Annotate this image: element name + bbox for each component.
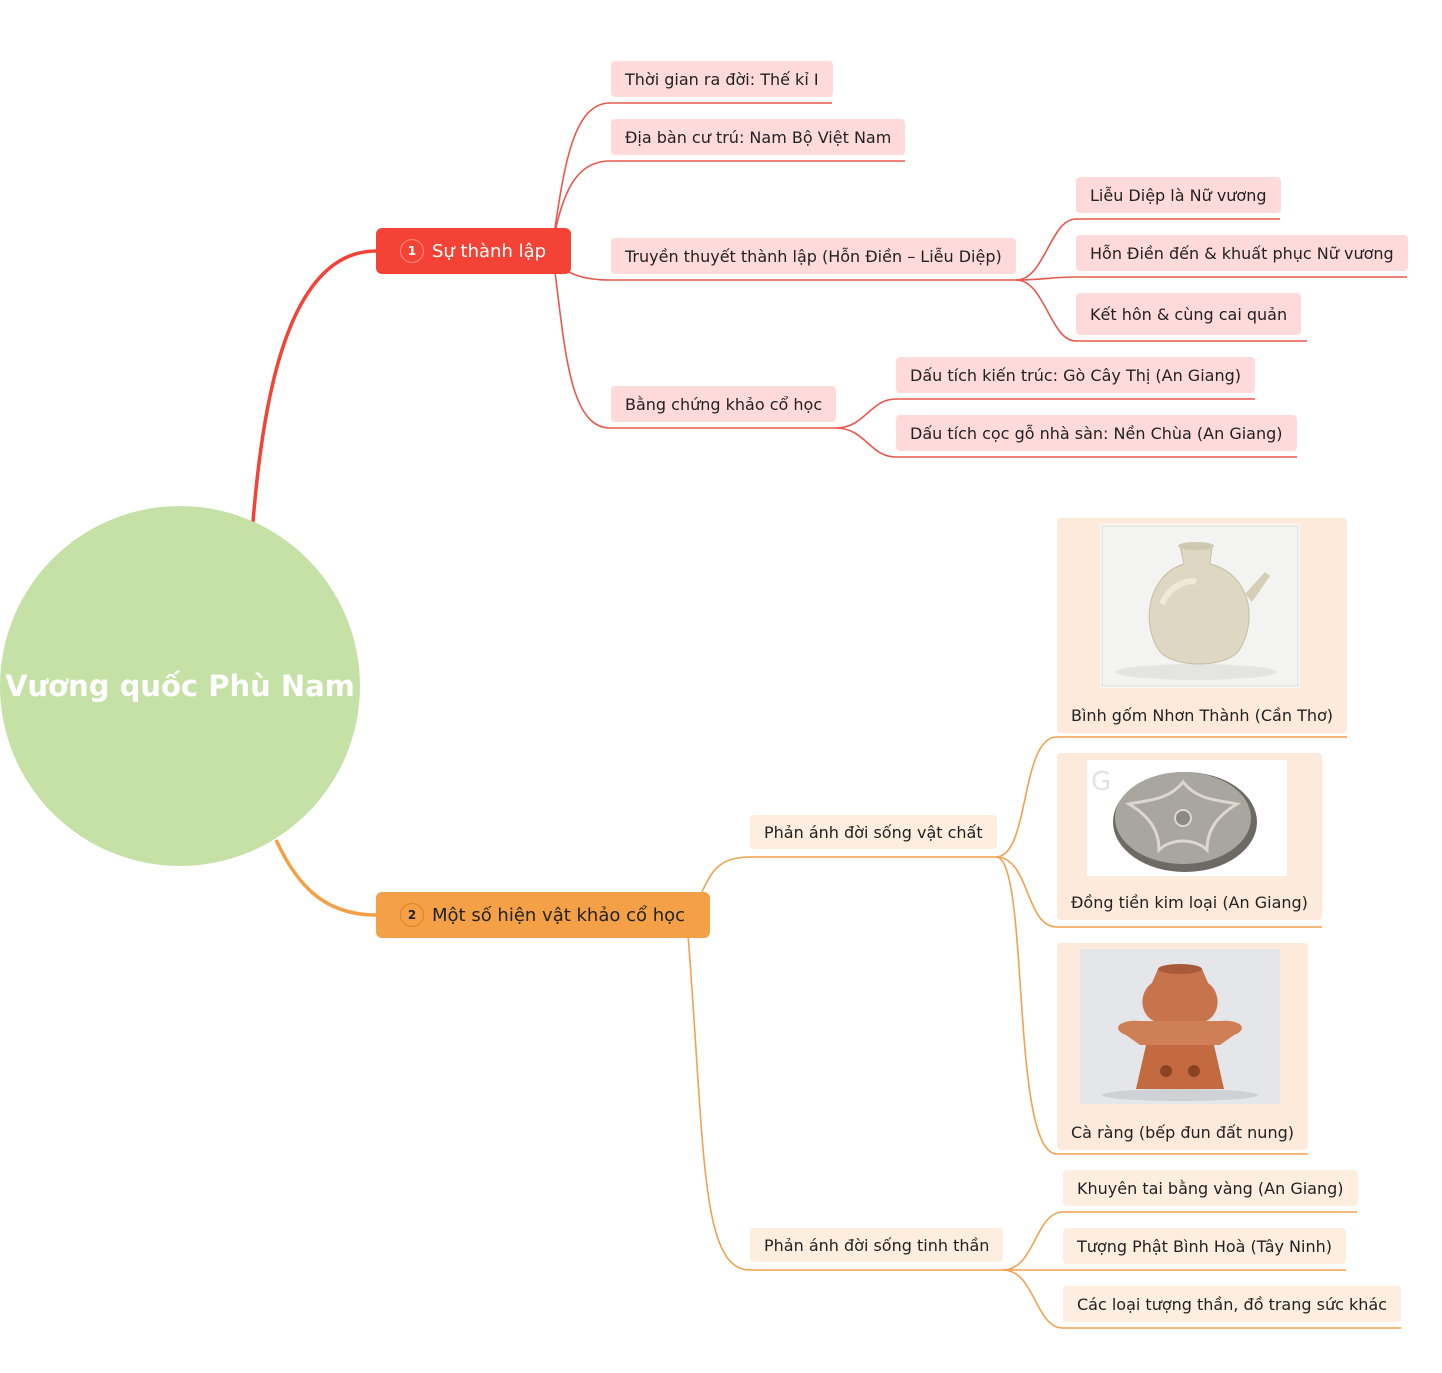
topic-label: Địa bàn cư trú: Nam Bộ Việt Nam xyxy=(625,127,892,147)
card-dong-tien[interactable]: G Đồng tiền kim loại (An Giang) xyxy=(1057,753,1322,920)
subtopic-label: Hỗn Điền đến & khuất phục Nữ vương xyxy=(1090,243,1394,263)
card-caption: Đồng tiền kim loại (An Giang) xyxy=(1071,893,1308,912)
branch-number-badge: 2 xyxy=(400,903,424,927)
topic-thoi-gian[interactable]: Thời gian ra đời: Thế kỉ I xyxy=(611,61,833,97)
subtopic-label: Tượng Phật Bình Hoà (Tây Ninh) xyxy=(1077,1236,1332,1256)
topic-label: Truyền thuyết thành lập (Hỗn Điền – Liễu… xyxy=(625,246,1002,266)
topic-truyen-thuyet[interactable]: Truyền thuyết thành lập (Hỗn Điền – Liễu… xyxy=(611,238,1016,274)
branch-su-thanh-lap[interactable]: 1 Sự thành lập xyxy=(376,228,571,274)
subtopic-label: Dấu tích cọc gỗ nhà sàn: Nền Chùa (An Gi… xyxy=(910,423,1283,443)
subtopic-nen-chua[interactable]: Dấu tích cọc gỗ nhà sàn: Nền Chùa (An Gi… xyxy=(896,415,1297,451)
subtopic-label: Kết hôn & cùng cai quản xyxy=(1090,304,1288,324)
subtopic-label: Khuyên tai bằng vàng (An Giang) xyxy=(1077,1178,1344,1198)
svg-text:G: G xyxy=(1091,767,1111,797)
branch-hien-vat[interactable]: 2 Một số hiện vật khảo cổ học xyxy=(376,892,710,938)
subtopic-label: Dấu tích kiến trúc: Gò Cây Thị (An Giang… xyxy=(910,365,1241,385)
subtopic-hon-dien[interactable]: Hỗn Điền đến & khuất phục Nữ vương xyxy=(1076,235,1408,271)
metal-coin-image: G xyxy=(1087,760,1287,876)
card-caption: Cà ràng (bếp đun đất nung) xyxy=(1071,1123,1294,1142)
topic-label: Thời gian ra đời: Thế kỉ I xyxy=(625,69,819,89)
branch-number-badge: 1 xyxy=(400,239,424,263)
topic-dia-ban[interactable]: Địa bàn cư trú: Nam Bộ Việt Nam xyxy=(611,119,906,155)
subtopic-go-cay-thi[interactable]: Dấu tích kiến trúc: Gò Cây Thị (An Giang… xyxy=(896,357,1255,393)
subtopic-khuyen-tai[interactable]: Khuyên tai bằng vàng (An Giang) xyxy=(1063,1170,1358,1206)
subtopic-tuong-than[interactable]: Các loại tượng thần, đồ trang sức khác xyxy=(1063,1286,1401,1322)
subtopic-tuong-phat[interactable]: Tượng Phật Bình Hoà (Tây Ninh) xyxy=(1063,1228,1346,1264)
topic-label: Phản ánh đời sống vật chất xyxy=(764,822,983,842)
topic-label: Phản ánh đời sống tinh thần xyxy=(764,1235,990,1255)
topic-tinh-than[interactable]: Phản ánh đời sống tinh thần xyxy=(750,1228,1004,1262)
ceramic-jar-image xyxy=(1100,524,1300,688)
card-ca-rang[interactable]: Cà ràng (bếp đun đất nung) xyxy=(1057,943,1308,1150)
subtopic-ket-hon[interactable]: Kết hôn & cùng cai quản xyxy=(1076,293,1302,335)
subtopic-label: Các loại tượng thần, đồ trang sức khác xyxy=(1077,1294,1387,1314)
branch-title: Sự thành lập xyxy=(432,240,547,262)
card-binh-gom[interactable]: Bình gốm Nhơn Thành (Cần Thơ) xyxy=(1057,518,1347,733)
topic-bang-chung[interactable]: Bằng chứng khảo cổ học xyxy=(611,386,837,422)
root-topic[interactable]: Vương quốc Phù Nam xyxy=(0,506,360,866)
card-caption: Bình gốm Nhơn Thành (Cần Thơ) xyxy=(1071,706,1334,725)
clay-stove-image xyxy=(1080,949,1280,1104)
topic-label: Bằng chứng khảo cổ học xyxy=(625,394,823,414)
root-title: Vương quốc Phù Nam xyxy=(5,669,355,703)
subtopic-label: Liễu Diệp là Nữ vương xyxy=(1090,185,1267,205)
topic-vat-chat[interactable]: Phản ánh đời sống vật chất xyxy=(750,815,997,849)
branch-title: Một số hiện vật khảo cổ học xyxy=(432,904,686,926)
subtopic-lieu-diep[interactable]: Liễu Diệp là Nữ vương xyxy=(1076,177,1281,213)
